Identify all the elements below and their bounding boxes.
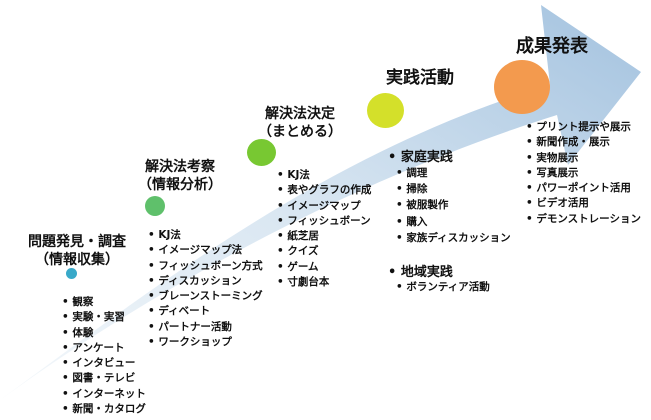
list-item: デモンストレーション — [526, 212, 641, 227]
list-item: パートナー活動 — [148, 320, 263, 335]
list-item: クイズ — [277, 244, 371, 259]
list-item: 新聞作成・展示 — [526, 135, 641, 150]
stage-1-dot — [66, 268, 77, 279]
list-item: インタビュー — [62, 356, 146, 371]
list-item: ディスカッション — [148, 274, 263, 289]
list-item: 新聞・カタログ — [62, 402, 146, 417]
list-item: パワーポイント活用 — [526, 181, 641, 196]
stage-2-list: KJ法 イメージマップ法 フィッシュボーン方式 ディスカッション ブレーンストー… — [148, 228, 263, 350]
stage-4-dot — [367, 93, 404, 128]
list-item: 紙芝居 — [277, 229, 371, 244]
stage-2-title: 解決法考察 （情報分析） — [138, 159, 222, 193]
list-item: フィッシュボーン — [277, 214, 371, 229]
list-item: 掃除 — [396, 181, 511, 197]
list-item: 表やグラフの作成 — [277, 183, 371, 198]
list-item: ブレーンストーミング — [148, 289, 262, 304]
list-item: フィッシュボーン方式 — [148, 259, 262, 274]
list-item: KJ法 — [277, 168, 371, 183]
stage-3-dot — [247, 139, 276, 166]
list-item: 実物展示 — [526, 151, 641, 166]
stage-1-list: 観察 実験・実習 体験 アンケート インタビュー 図書・テレビ インターネット … — [62, 295, 146, 417]
list-item: 調理 — [396, 165, 511, 181]
list-item: イメージマップ — [277, 199, 371, 214]
list-item: 実験・実習 — [62, 310, 146, 325]
stage-3-title: 解決法決定 （まとめる） — [258, 106, 342, 140]
list-item: ゲーム — [277, 260, 371, 275]
stage-5-dot — [494, 60, 550, 114]
list-item: イメージマップ法 — [148, 243, 263, 258]
list-item: ディベート — [148, 304, 263, 319]
section-heading-home: 家庭実践 — [388, 146, 453, 165]
list-item: KJ法 — [148, 228, 263, 243]
list-item: 寸劇台本 — [277, 275, 371, 290]
list-item: ワークショップ — [148, 335, 263, 350]
list-item: ビデオ活用 — [526, 196, 641, 211]
stage-4-community-list: ボランティア活動 — [396, 279, 489, 295]
stage-4-home-list: 調理 掃除 被服製作 購入 家族ディスカッション — [396, 165, 511, 246]
stage-5-list: プリント提示や展示 新聞作成・展示 実物展示 写真展示 パワーポイント活用 ビデ… — [526, 120, 641, 227]
stage-4-title: 実践活動 — [386, 68, 454, 88]
list-item: 写真展示 — [526, 166, 641, 181]
list-item: ボランティア活動 — [396, 279, 489, 295]
list-item: 家族ディスカッション — [396, 230, 510, 246]
list-item: インターネット — [62, 387, 146, 402]
section-heading-community: 地域実践 — [388, 261, 453, 280]
stage-3-list: KJ法 表やグラフの作成 イメージマップ フィッシュボーン 紙芝居 クイズ ゲー… — [277, 168, 371, 290]
list-item: アンケート — [62, 341, 146, 356]
stage-2-dot — [145, 196, 165, 216]
list-item: 購入 — [396, 214, 511, 230]
list-item: 図書・テレビ — [62, 371, 146, 386]
list-item: 観察 — [62, 295, 146, 310]
stage-1-title: 問題発見・調査 （情報収集） — [28, 234, 126, 268]
list-item: プリント提示や展示 — [526, 120, 641, 135]
stage-5-title: 成果発表 — [516, 36, 588, 57]
list-item: 体験 — [62, 326, 146, 341]
list-item: 被服製作 — [396, 197, 511, 213]
